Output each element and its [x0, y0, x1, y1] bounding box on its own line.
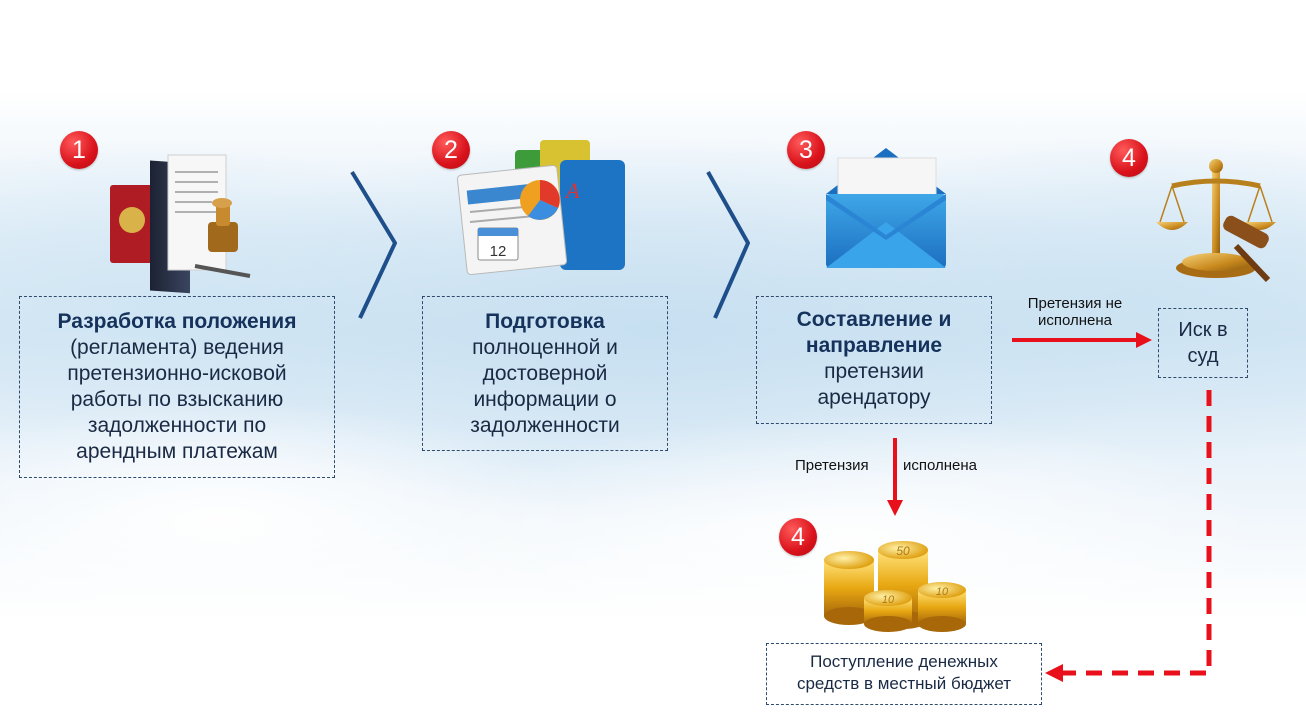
chevron-2 [706, 171, 750, 319]
envelope-icon [826, 148, 946, 268]
step-badge-1: 1 [60, 131, 98, 169]
step-3-title: направление [805, 334, 943, 357]
step-2-title: Подготовка [485, 310, 605, 333]
gold-coins-icon: 50 10 10 [824, 541, 966, 632]
arrow-court-to-budget [1045, 390, 1212, 682]
step-3-line: арендатору [817, 386, 931, 409]
court-line: суд [1187, 345, 1219, 367]
step-badge-4: 4 [1110, 139, 1148, 177]
svg-text:50: 50 [896, 544, 910, 558]
step-box-budget: Поступление денежных средств в местный б… [766, 643, 1042, 705]
step-2-line: информации о [473, 388, 617, 411]
label-fulfilled-left: Претензия [795, 457, 869, 474]
budget-line: средств в местный бюджет [796, 674, 1012, 693]
step-badge-2: 2 [432, 131, 470, 169]
svg-text:A: A [564, 178, 580, 203]
svg-text:10: 10 [936, 586, 949, 598]
step-3-line: претензии [824, 360, 924, 383]
step-1-title: Разработка положения [57, 310, 297, 333]
label-fulfilled-right: исполнена [903, 457, 978, 474]
budget-line: Поступление денежных [810, 652, 998, 671]
legal-document-folder-icon [110, 154, 251, 294]
step-box-1: Разработка положения (регламента) ведени… [19, 296, 335, 478]
step-2-line: достоверной [482, 362, 608, 385]
step-1-line: арендным платежам [76, 440, 278, 463]
step-1-line: претензионно-исковой [67, 362, 287, 385]
step-1-line: задолженности по [87, 414, 267, 437]
step-1-line: работы по взысканию [70, 388, 284, 411]
step-badge-3: 3 [787, 131, 825, 169]
report-folders-icon: A 12 [456, 140, 625, 276]
label-not-fulfilled-line: исполнена [1037, 312, 1113, 329]
scales-gavel-icon [1156, 159, 1276, 283]
svg-text:10: 10 [882, 594, 895, 606]
step-box-2: Подготовка полноценной и достоверной инф… [422, 296, 668, 451]
label-not-fulfilled: Претензия не исполнена [1010, 295, 1140, 329]
calendar-number: 12 [490, 243, 507, 260]
step-2-line: задолженности [470, 414, 620, 437]
arrow-fulfilled [887, 438, 903, 516]
arrow-not-fulfilled [1012, 332, 1152, 348]
label-not-fulfilled-line: Претензия не [1027, 295, 1123, 312]
step-badge-5: 4 [779, 518, 817, 556]
step-2-line: полноценной и [472, 336, 618, 359]
court-line: Иск в [1178, 319, 1228, 341]
step-3-title: Составление и [796, 308, 952, 331]
step-box-3: Составление и направление претензии арен… [756, 296, 992, 424]
chevron-1 [350, 170, 397, 319]
step-1-line: (регламента) ведения [70, 336, 284, 359]
step-box-court: Иск в суд [1158, 308, 1248, 378]
